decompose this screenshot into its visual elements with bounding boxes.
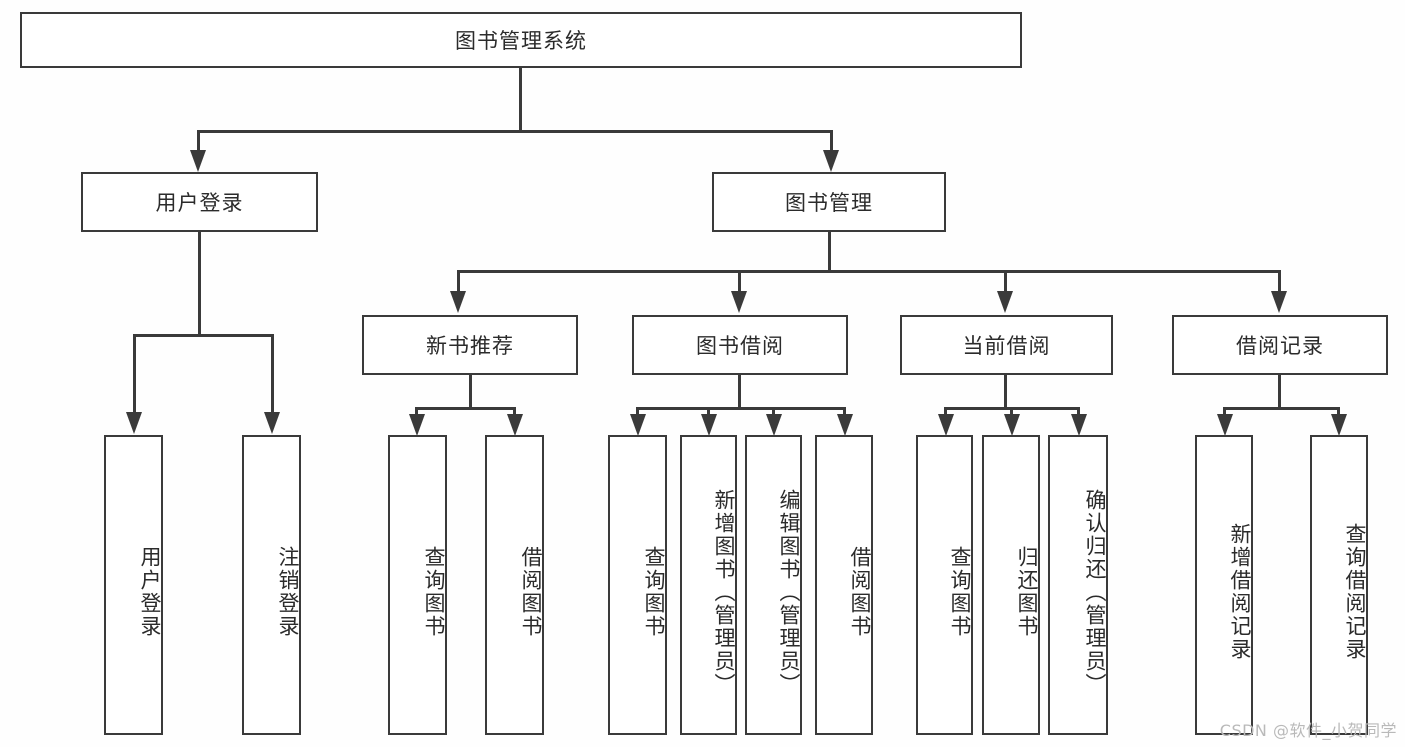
connector-new-book-stem [469,375,472,407]
connector-to-new-book [457,270,460,294]
leaf-add-book-admin[interactable]: 新增图书（管理员） [680,435,737,735]
node-borrow-records[interactable]: 借阅记录 [1172,315,1388,375]
connector-new-book-leaf1 [415,407,418,419]
connector-user-login-bus [133,334,273,337]
node-label: 新增借阅记录 [1228,523,1252,661]
leaf-user-login[interactable]: 用户登录 [104,435,163,735]
arrowhead-leaf-query-book-2 [630,414,646,436]
arrowhead-leaf-borrow-book-1 [507,414,523,436]
arrowhead-current-borrow [997,291,1013,313]
arrowhead-leaf-confirm-return [1071,414,1087,436]
connector-borrow-records-leaf1 [1223,407,1226,419]
leaf-query-book-current[interactable]: 查询图书 [916,435,973,735]
arrowhead-leaf-edit-book [766,414,782,436]
connector-book-borrow-stem [738,375,741,407]
connector-current-borrow-stem [1004,375,1007,407]
arrowhead-leaf-logout [264,412,280,434]
node-label: 图书管理系统 [455,29,587,53]
node-label: 用户登录 [138,546,162,638]
connector-current-borrow-leaf2 [1010,407,1013,419]
connector-to-book-manage [830,130,833,156]
leaf-borrow-book-recommend[interactable]: 借阅图书 [485,435,544,735]
connector-book-borrow-bus [636,407,844,410]
leaf-borrow-book-borrow[interactable]: 借阅图书 [815,435,873,735]
leaf-query-book-borrow[interactable]: 查询图书 [608,435,667,735]
leaf-return-book[interactable]: 归还图书 [982,435,1040,735]
watermark-text: CSDN @软件_小贺同学 [1219,721,1397,740]
node-root-system[interactable]: 图书管理系统 [20,12,1022,68]
connector-user-login-stem [198,232,201,334]
arrowhead-leaf-query-record [1331,414,1347,436]
arrowhead-leaf-borrow-book-2 [837,414,853,436]
connector-root-stem [519,68,522,130]
node-label: 查询借阅记录 [1343,523,1367,661]
arrowhead-leaf-query-book-1 [409,414,425,436]
node-label: 借阅图书 [519,546,543,638]
connector-level3-bus [457,270,1280,273]
arrowhead-leaf-user-login [126,412,142,434]
node-label: 用户登录 [155,191,244,215]
connector-new-book-bus [415,407,516,410]
node-label: 确认归还（管理员） [1083,488,1107,696]
node-current-borrow[interactable]: 当前借阅 [900,315,1113,375]
node-book-borrow[interactable]: 图书借阅 [632,315,848,375]
arrowhead-leaf-add-book [701,414,717,436]
connector-new-book-leaf2 [513,407,516,419]
connector-book-manage-stem [828,232,831,270]
connector-current-borrow-leaf3 [1077,407,1080,419]
leaf-logout[interactable]: 注销登录 [242,435,301,735]
connector-level1-bus [197,130,832,133]
connector-to-borrow-records [1278,270,1281,294]
connector-user-login-leaf1 [133,334,136,416]
leaf-query-borrow-record[interactable]: 查询借阅记录 [1310,435,1368,735]
node-label: 图书管理 [785,191,873,215]
connector-book-borrow-leaf3 [772,407,775,419]
node-label: 新增图书（管理员） [712,488,736,696]
node-label: 新书推荐 [426,334,514,358]
node-label: 借阅图书 [848,546,872,638]
arrowhead-new-book [450,291,466,313]
node-label: 注销登录 [276,546,300,638]
arrowhead-leaf-query-book-3 [938,414,954,436]
leaf-add-borrow-record[interactable]: 新增借阅记录 [1195,435,1253,735]
connector-borrow-records-leaf2 [1337,407,1340,419]
connector-book-borrow-leaf4 [843,407,846,419]
node-new-book-recommend[interactable]: 新书推荐 [362,315,578,375]
connector-book-borrow-leaf2 [707,407,710,419]
arrowhead-borrow-records [1271,291,1287,313]
connector-book-borrow-leaf1 [636,407,639,419]
node-label: 查询图书 [422,546,446,638]
node-label: 借阅记录 [1236,334,1324,358]
arrowhead-book-manage [823,150,839,172]
connector-user-login-leaf2 [271,334,274,416]
node-label: 当前借阅 [962,334,1051,358]
leaf-edit-book-admin[interactable]: 编辑图书（管理员） [745,435,802,735]
node-label: 归还图书 [1015,546,1039,638]
node-label: 图书借阅 [696,334,784,358]
connector-borrow-records-bus [1223,407,1339,410]
arrowhead-book-borrow [731,291,747,313]
arrowhead-user-login [190,150,206,172]
connector-current-borrow-leaf1 [944,407,947,419]
node-label: 编辑图书（管理员） [777,488,801,696]
connector-borrow-records-stem [1278,375,1281,407]
connector-to-current-borrow [1004,270,1007,294]
leaf-confirm-return-admin[interactable]: 确认归还（管理员） [1048,435,1108,735]
arrowhead-leaf-add-record [1217,414,1233,436]
connector-to-user-login [197,130,200,156]
arrowhead-leaf-return-book [1004,414,1020,436]
node-user-login[interactable]: 用户登录 [81,172,318,232]
node-label: 查询图书 [642,546,666,638]
node-book-management[interactable]: 图书管理 [712,172,946,232]
node-label: 查询图书 [948,546,972,638]
connector-to-book-borrow [738,270,741,294]
leaf-query-book-recommend[interactable]: 查询图书 [388,435,447,735]
